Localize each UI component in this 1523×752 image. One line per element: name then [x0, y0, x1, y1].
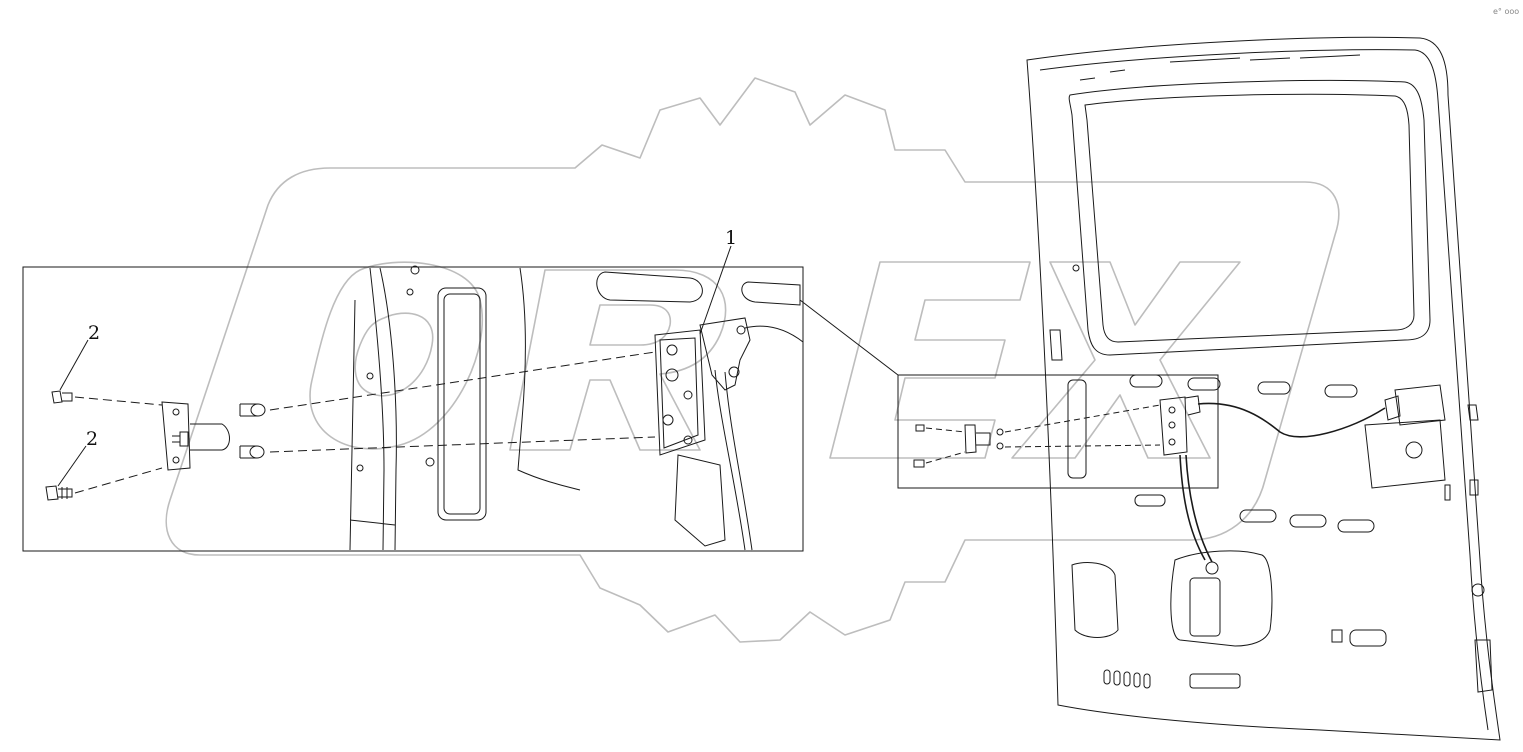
detail-inset-frame	[22, 266, 804, 552]
watermark-letter-e	[829, 261, 1031, 459]
door-panel-contour	[349, 267, 581, 551]
fastener-hole	[356, 464, 364, 472]
bolt-upper	[51, 390, 73, 404]
watermark-gear-outline	[165, 77, 1340, 643]
panel-opening	[741, 281, 801, 306]
leader-line-item-2-upper	[59, 339, 89, 391]
panel-slots	[1129, 374, 1387, 689]
callout-item-2-lower: 2	[86, 428, 99, 450]
fastener-hole	[425, 457, 435, 467]
leader-line-item-2-lower	[57, 445, 87, 487]
watermark-logo	[165, 77, 1340, 643]
fastener-hole	[406, 288, 414, 296]
window-frame-inner	[1084, 93, 1415, 343]
window-slot-inner	[443, 293, 481, 515]
window-slot	[437, 287, 487, 521]
bolt-mini-upper	[915, 424, 925, 432]
bolt-lower	[45, 485, 73, 501]
bottom-vents	[1103, 669, 1151, 689]
door-side-features	[1049, 329, 1493, 693]
door-latch-assembly	[654, 317, 804, 551]
fastener-hole	[366, 372, 374, 380]
latch-cable	[1197, 402, 1386, 438]
panel-opening	[596, 271, 703, 303]
door-outer-shell	[1026, 36, 1501, 741]
corner-mark: e° ooo	[1493, 7, 1520, 16]
watermark-letter-o	[309, 261, 484, 450]
detail-inset	[22, 245, 804, 552]
fastener-hole	[410, 265, 420, 275]
door-panel-edge	[369, 267, 397, 551]
door-inner-shell	[1039, 49, 1489, 731]
door-handle-module	[1170, 550, 1273, 647]
alignment-line-upper	[74, 351, 656, 411]
striker-bracket-mini	[964, 424, 1004, 454]
striker-pin-upper	[239, 403, 266, 417]
alignment-line-lower	[74, 436, 656, 494]
door-window-slot-mini	[1067, 379, 1087, 479]
callout-item-2-upper: 2	[88, 322, 101, 344]
watermark-letter-x	[1011, 261, 1241, 459]
detail-connector-line	[799, 299, 899, 376]
lock-actuator	[1364, 384, 1446, 489]
striker-pin-lower	[239, 445, 265, 459]
rear-door-assembly	[1026, 36, 1501, 741]
alignment-line-mini	[925, 404, 1161, 464]
bolt-mini-lower	[913, 459, 925, 468]
top-rail-detail	[1079, 54, 1361, 81]
callout-item-1: 1	[725, 227, 738, 249]
window-frame	[1068, 80, 1431, 356]
door-detail-region	[897, 374, 1219, 489]
handle-cable	[1179, 454, 1213, 563]
watermark-letter-r	[509, 269, 727, 451]
door-hole	[1471, 583, 1485, 597]
leader-line-item-1	[699, 245, 732, 335]
striker-bracket	[161, 401, 230, 471]
door-hole	[1072, 264, 1080, 272]
